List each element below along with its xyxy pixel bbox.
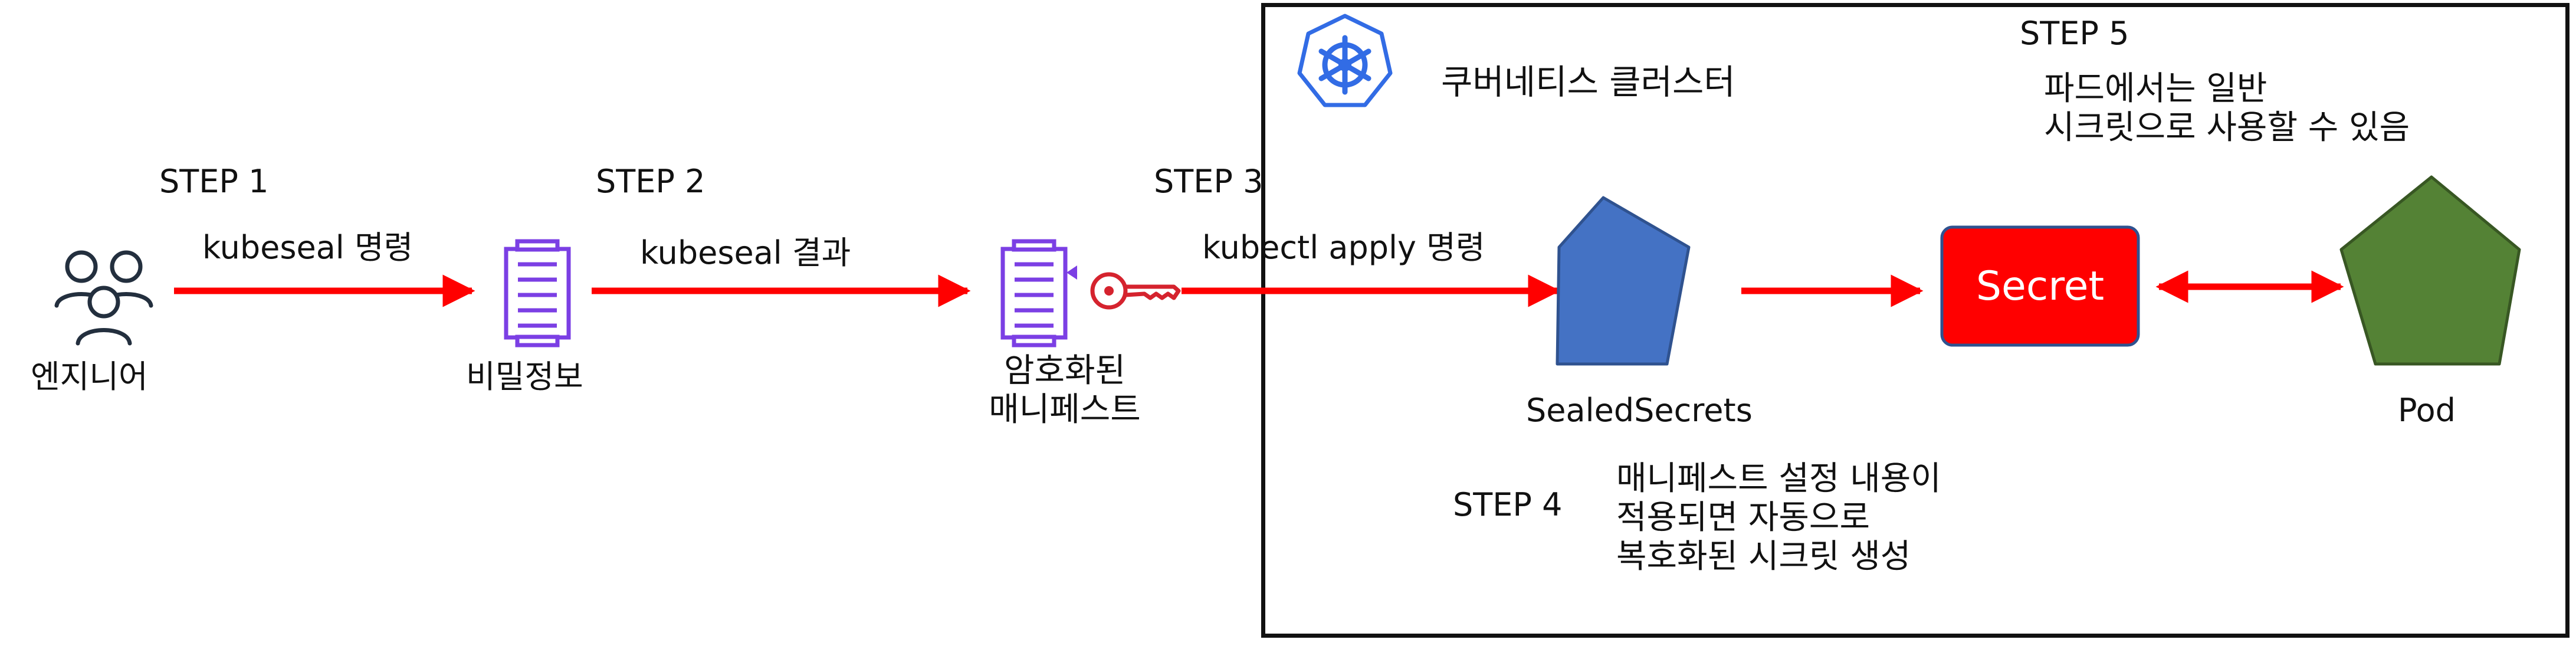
sealed-secrets-label: SealedSecrets xyxy=(1526,392,1753,429)
kubeseal-result-label: kubeseal 결과 xyxy=(640,234,851,271)
step-1-label: STEP 1 xyxy=(159,163,269,200)
encrypted-manifest-label: 암호화된 매니페스트 xyxy=(989,352,1141,429)
engineer-label: 엔지니어 xyxy=(31,358,148,395)
sealed-secrets-shape xyxy=(1556,196,1691,366)
document-icon xyxy=(504,239,571,347)
step-4-label: STEP 4 xyxy=(1453,486,1563,523)
step-2-label: STEP 2 xyxy=(596,163,705,200)
kubeseal-command-label: kubeseal 명령 xyxy=(202,229,414,266)
secret-info-label: 비밀정보 xyxy=(466,358,583,395)
step-3-label: STEP 3 xyxy=(1154,163,1264,200)
pod-shape xyxy=(2339,175,2521,366)
cluster-boundary xyxy=(1261,3,2570,638)
kubernetes-helm-icon xyxy=(1297,14,1393,107)
step-5-label: STEP 5 xyxy=(2020,15,2129,52)
key-icon xyxy=(1090,272,1181,310)
manifest-document-icon xyxy=(1000,239,1077,347)
step-5-description: 파드에서는 일반 시크릿으로 사용할 수 있음 xyxy=(2044,70,2410,147)
secret-label: Secret xyxy=(1976,263,2105,310)
pod-label: Pod xyxy=(2398,392,2456,429)
cluster-title: 쿠버네티스 클러스터 xyxy=(1441,62,1735,102)
users-icon xyxy=(54,250,153,346)
secret-box xyxy=(1940,225,2140,347)
step-4-description: 매니페스트 설정 내용이 적용되면 자동으로 복호화된 시크릿 생성 xyxy=(1616,460,1941,576)
kubectl-apply-command-label: kubectl apply 명령 xyxy=(1202,229,1485,266)
